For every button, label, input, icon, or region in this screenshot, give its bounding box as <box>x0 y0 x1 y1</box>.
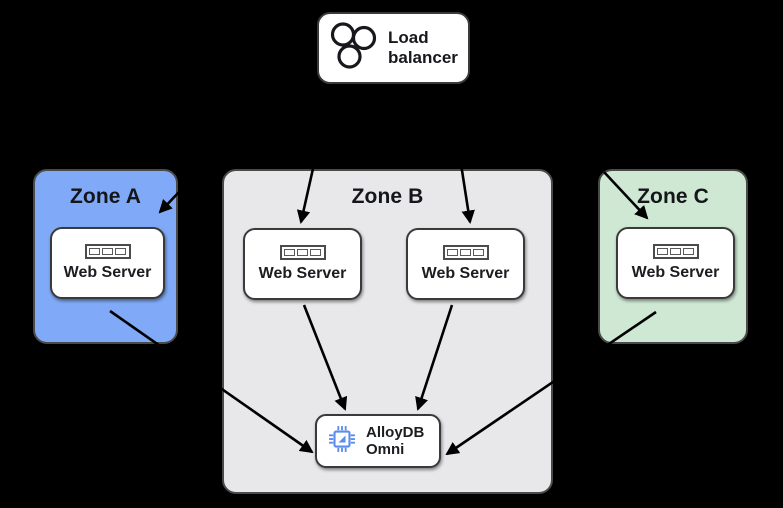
zone-b-web-server-1[interactable]: Web Server <box>243 228 362 300</box>
load-balancer-label: Load balancer <box>388 28 458 67</box>
zone-b-web-server-1-label: Web Server <box>258 265 347 282</box>
server-rack-icon <box>652 244 699 259</box>
server-rack-icon <box>279 245 326 260</box>
server-rack-icon <box>442 245 489 260</box>
zone-a-container[interactable]: Zone A Web Server <box>33 169 178 344</box>
zone-a-label: Zone A <box>70 185 141 208</box>
zone-c-web-server[interactable]: Web Server <box>616 227 735 299</box>
cpu-chip-icon <box>327 424 357 459</box>
zone-b-label: Zone B <box>351 185 424 208</box>
alloydb-omni-label: AlloyDB Omni <box>366 424 425 458</box>
zone-a-web-server-label: Web Server <box>63 264 152 281</box>
load-balancer-node[interactable]: Load balancer <box>317 12 470 84</box>
three-circles-icon <box>330 21 378 76</box>
zone-c-label: Zone C <box>637 185 709 208</box>
zone-b-web-server-2-label: Web Server <box>421 265 510 282</box>
zone-c-web-server-label: Web Server <box>631 264 720 281</box>
zone-b-web-server-2[interactable]: Web Server <box>406 228 525 300</box>
zone-c-container[interactable]: Zone C Web Server <box>598 169 748 344</box>
zone-a-web-server[interactable]: Web Server <box>50 227 165 299</box>
server-rack-icon <box>84 244 131 259</box>
alloydb-omni-node[interactable]: AlloyDB Omni <box>315 414 441 468</box>
